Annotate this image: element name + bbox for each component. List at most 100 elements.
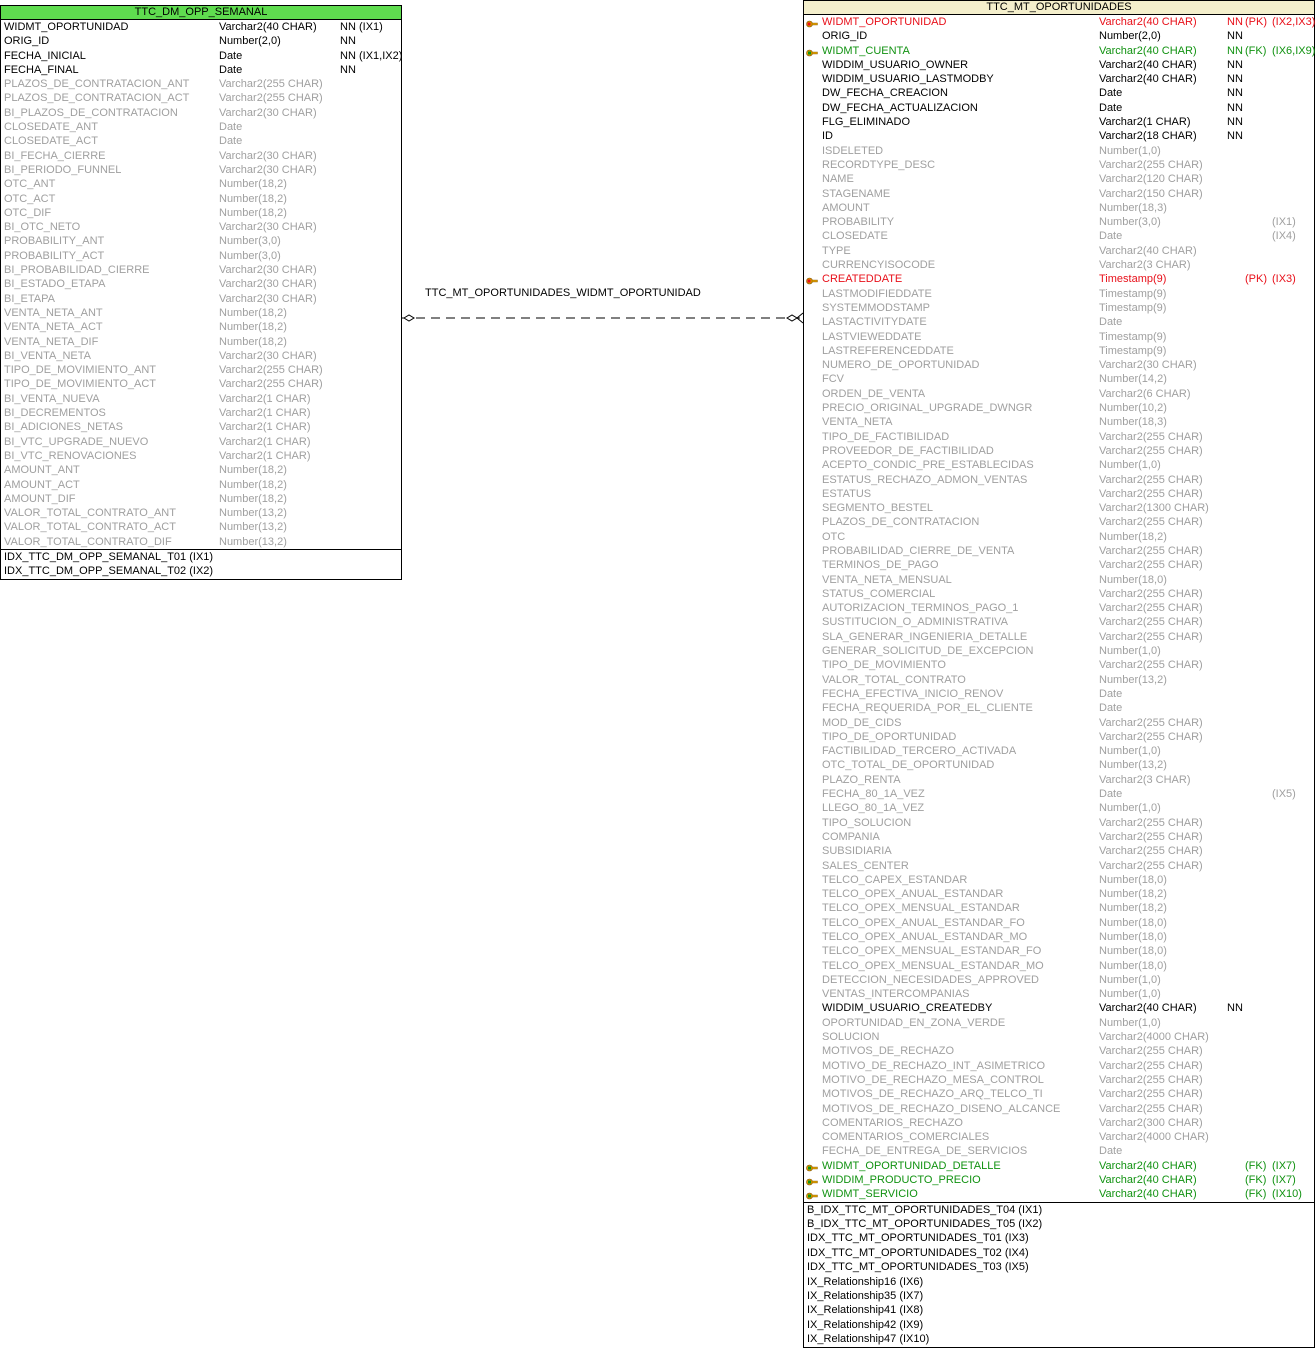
- index-item[interactable]: IX_Relationship47 (IX10): [807, 1333, 930, 1346]
- index-item[interactable]: IX_Relationship16 (IX6): [807, 1275, 924, 1288]
- index-item[interactable]: IX_Relationship42 (IX9): [807, 1318, 924, 1331]
- index-item[interactable]: IDX_TTC_MT_OPORTUNIDADES_T02 (IX4): [807, 1246, 1029, 1259]
- index-item[interactable]: IDX_TTC_MT_OPORTUNIDADES_T01 (IX3): [807, 1232, 1029, 1245]
- index-item[interactable]: B_IDX_TTC_MT_OPORTUNIDADES_T04 (IX1): [807, 1203, 1043, 1216]
- index-item[interactable]: IX_Relationship41 (IX8): [807, 1304, 924, 1317]
- index-item[interactable]: IDX_TTC_DM_OPP_SEMANAL_T01 (IX1): [4, 550, 214, 563]
- index-item[interactable]: IDX_TTC_DM_OPP_SEMANAL_T02 (IX2): [4, 565, 214, 578]
